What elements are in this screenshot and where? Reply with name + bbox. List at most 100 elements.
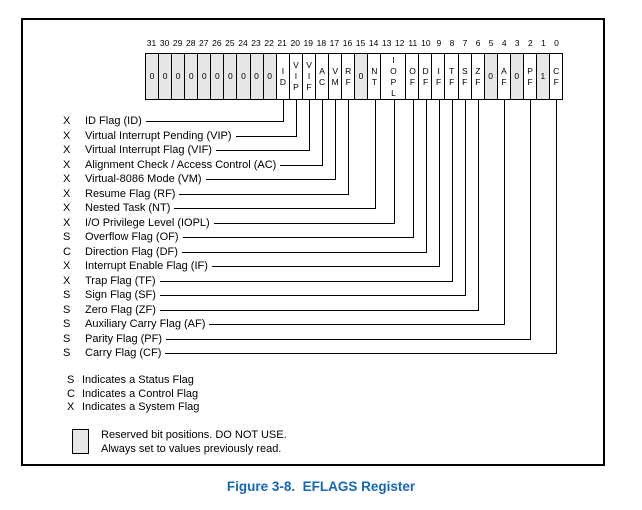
register-cell-label: 0 (514, 71, 520, 82)
register-cell-0: 0 (211, 54, 225, 99)
register-cell-pf: PF (524, 54, 537, 99)
flag-name: Virtual Interrupt Flag (VIF) (85, 144, 212, 156)
flag-type: S (63, 347, 71, 359)
bit-number: 16 (342, 38, 353, 48)
flag-name: Sign Flag (SF) (85, 289, 156, 301)
flag-row-if: X Interrupt Enable Flag (IF) (63, 259, 208, 273)
flag-name: Auxiliary Carry Flag (AF) (85, 318, 206, 330)
register-cell-label: 0 (228, 71, 233, 82)
bit-number: 31 (146, 38, 157, 48)
bit-number: 26 (212, 38, 222, 48)
register-cell-sf: SF (459, 54, 472, 99)
register-cell-label: 0 (488, 71, 494, 82)
flag-row-cf: S Carry Flag (CF) (63, 346, 161, 360)
bit-number: 28 (185, 38, 196, 48)
register-cell-vif: VIF (303, 54, 316, 99)
register-cell-label: IOPL (388, 54, 399, 99)
reserved-note-line1: Reserved bit positions. DO NOT USE. (101, 429, 287, 441)
legend-type: X (67, 401, 75, 413)
register-cell-label: AC (317, 65, 328, 88)
register-cell-rf: RF (342, 54, 355, 99)
legend-text: Indicates a Status Flag (82, 374, 194, 386)
register-cell-vip: VIP (290, 54, 303, 99)
bit-number: 14 (368, 38, 379, 48)
reserved-note: Reserved bit positions. DO NOT USE. Alwa… (101, 429, 287, 456)
register-cell-0: 0 (250, 54, 264, 99)
bit-number: 3 (514, 38, 520, 48)
register-cell-0: 0 (237, 54, 251, 99)
flag-type: S (63, 318, 71, 330)
flag-name: Carry Flag (CF) (85, 347, 162, 359)
register-cell-label: ID (277, 65, 288, 88)
bit-number: 13 (381, 38, 392, 48)
flag-type: X (63, 144, 71, 156)
register-cell-label: 0 (214, 71, 220, 82)
register-cell-label: AF (498, 65, 509, 88)
register-cell-1: 1 (536, 54, 550, 99)
flag-row-vif: X Virtual Interrupt Flag (VIF) (63, 143, 212, 157)
register-cell-vm: VM (329, 54, 342, 99)
register-cell-label: DF (420, 65, 431, 88)
flag-type: X (63, 115, 71, 127)
register-cell-ac: AC (316, 54, 329, 99)
bit-number: 9 (436, 38, 442, 48)
figure-caption: Figure 3-8. EFLAGS Register (226, 479, 416, 494)
register-cell-label: PF (525, 65, 536, 88)
bit-number: 0 (554, 38, 559, 48)
register-cell-label: 0 (175, 71, 181, 82)
legend-text: Indicates a Control Flag (82, 387, 199, 400)
register-cell-label: 0 (162, 71, 168, 82)
register-cell-0: 0 (224, 54, 238, 99)
flag-name: Virtual-8086 Mode (VM) (85, 173, 202, 185)
bit-number: 5 (488, 38, 494, 48)
register-cell-label: NT (369, 65, 380, 88)
register-cell-label: VIF (304, 60, 315, 93)
register-cell-df: DF (419, 54, 433, 99)
bit-number: 22 (264, 38, 274, 48)
register-cell-label: 1 (540, 71, 546, 82)
register-cell-0: 0 (510, 54, 524, 99)
register-cell-label: VIP (290, 60, 301, 93)
flag-type: X (63, 216, 71, 229)
flag-name: Virtual Interrupt Pending (VIP) (85, 129, 232, 142)
flag-name: Interrupt Enable Flag (IF) (85, 260, 208, 272)
reserved-swatch (72, 429, 89, 454)
register-cell-label: ZF (472, 65, 483, 88)
register-cell-label: CF (551, 65, 562, 88)
register-cell-label: VM (330, 65, 341, 88)
bit-number: 23 (251, 38, 261, 48)
flag-name: ID Flag (ID) (85, 115, 142, 127)
bit-number: 12 (394, 38, 405, 48)
bit-number: 7 (462, 38, 468, 48)
register-cell-of: OF (406, 54, 420, 99)
bit-number: 27 (199, 38, 209, 48)
flag-name: Overflow Flag (OF) (85, 231, 179, 243)
flag-name: Direction Flag (DF) (85, 245, 178, 258)
flag-type: S (63, 231, 71, 243)
flag-type: X (63, 202, 71, 214)
register-cell-label: SF (459, 65, 470, 88)
bit-number: 8 (449, 38, 455, 48)
flag-name: Parity Flag (PF) (85, 332, 163, 345)
register-cell-cf: CF (550, 54, 562, 99)
flag-name: Resume Flag (RF) (85, 187, 176, 200)
register-cell-id: ID (277, 54, 290, 99)
register-cell-label: TF (446, 65, 457, 88)
bit-number: 6 (475, 38, 481, 48)
flag-type: X (63, 274, 71, 287)
register-cell-label: 0 (358, 71, 364, 82)
flag-type: X (63, 173, 71, 185)
register-cell-nt: NT (368, 54, 382, 99)
bit-number: 17 (329, 38, 340, 48)
register-cell-af: AF (498, 54, 511, 99)
flag-type: X (63, 260, 71, 272)
